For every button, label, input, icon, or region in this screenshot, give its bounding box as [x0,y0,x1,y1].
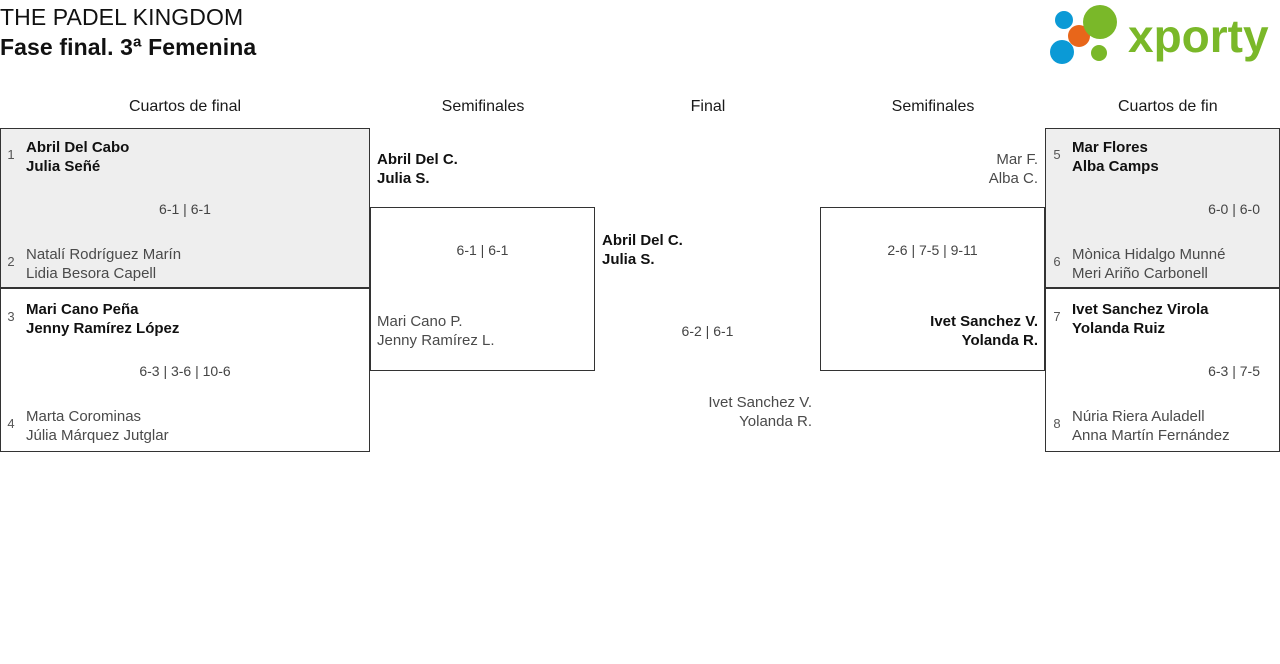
score-qf4: 6-3 | 7-5 [1208,363,1260,379]
round-header-sf-left: Semifinales [441,98,525,115]
seed-number-1: 1 [7,147,15,162]
page-title: THE PADEL KINGDOM Fase final. 3ª Femenin… [0,2,256,62]
phase-name: Fase final. 3ª Femenina [0,34,257,60]
match-box-qf2[interactable] [0,288,370,452]
team-qf3-top[interactable]: Mar Flores Alba Camps [1072,138,1159,176]
team-qf4-top[interactable]: Ivet Sanchez Virola Yolanda Ruiz [1072,300,1208,338]
round-header-qf-left: Cuartos de final [128,98,242,115]
seed-number-6: 6 [1053,254,1061,269]
player-name: Ivet Sanchez V. [708,394,812,411]
team-qf4-bottom[interactable]: Núria Riera Auladell Anna Martín Fernánd… [1072,407,1230,445]
player-name: Ivet Sanchez V. [930,313,1038,330]
player-name: Yolanda R. [961,332,1038,349]
seed-number-5: 5 [1053,147,1061,162]
team-qf2-bottom[interactable]: Marta Corominas Júlia Márquez Jutglar [26,407,169,445]
player-name: Julia Señé [26,158,101,175]
team-final-bottom[interactable]: Ivet Sanchez V. Yolanda R. [612,393,812,431]
team-sf-right-bottom[interactable]: Ivet Sanchez V. Yolanda R. [838,312,1038,350]
player-name: Marta Corominas [26,408,142,425]
player-name: Mari Cano Peña [26,301,139,318]
player-name: Meri Ariño Carbonell [1072,265,1208,282]
seed-number-4: 4 [7,416,15,431]
player-name: Ivet Sanchez Virola [1072,301,1209,318]
team-qf2-top[interactable]: Mari Cano Peña Jenny Ramírez López [26,300,179,338]
player-name: Julia S. [602,251,655,268]
player-name: Abril Del Cabo [26,139,130,156]
tournament-name: THE PADEL KINGDOM [0,4,244,30]
player-name: Mari Cano P. [377,313,463,330]
xporty-logo[interactable]: xporty [1046,4,1272,66]
logo-wordmark: xporty [1128,10,1269,62]
team-qf1-top[interactable]: Abril Del Cabo Julia Señé [26,138,129,176]
round-header-qf-right: Cuartos de fin [1118,98,1218,115]
player-name: Mar Flores [1072,139,1148,156]
score-qf1: 6-1 | 6-1 [159,201,211,217]
team-sf-left-bottom[interactable]: Mari Cano P. Jenny Ramírez L. [377,312,495,350]
player-name: Jenny Ramírez López [26,320,180,337]
logo-dot-cluster [1050,5,1117,64]
player-name: Anna Martín Fernández [1072,427,1230,444]
player-name: Yolanda Ruiz [1072,320,1166,337]
match-box-sf-right[interactable] [820,207,1045,371]
player-name: Abril Del C. [377,151,458,168]
score-sf-right: 2-6 | 7-5 | 9-11 [887,242,978,258]
team-final-top[interactable]: Abril Del C. Julia S. [602,231,683,269]
match-box-qf1[interactable] [0,128,370,288]
seed-number-7: 7 [1053,309,1061,324]
match-box-sf-left[interactable] [370,207,595,371]
player-name: Núria Riera Auladell [1072,408,1205,425]
score-qf2: 6-3 | 3-6 | 10-6 [139,363,231,379]
player-name: Mònica Hidalgo Munné [1072,246,1226,263]
player-name: Yolanda R. [739,413,812,430]
player-name: Alba C. [988,170,1038,187]
connector-qf4-sf [1019,370,1045,371]
match-box-qf3[interactable] [1045,128,1280,288]
seed-number-3: 3 [7,309,15,324]
player-name: Alba Camps [1072,158,1159,175]
player-name: Júlia Márquez Jutglar [26,427,169,444]
player-name: Natalí Rodríguez Marín [26,246,182,263]
player-name: Lidia Besora Capell [26,265,157,282]
connector-qf3-sf [1019,207,1045,208]
seed-number-8: 8 [1053,416,1061,431]
score-final: 6-2 | 6-1 [681,323,734,339]
score-qf3: 6-0 | 6-0 [1208,201,1260,217]
round-header-sf-right: Semifinales [891,98,975,115]
team-sf-right-top[interactable]: Mar F. Alba C. [838,150,1038,188]
team-sf-left-top[interactable]: Abril Del C. Julia S. [377,150,458,188]
seed-number-2: 2 [7,254,15,269]
team-qf1-bottom[interactable]: Natalí Rodríguez Marín Lidia Besora Cape… [26,245,181,283]
player-name: Mar F. [996,151,1038,168]
match-box-qf4[interactable] [1045,288,1280,452]
player-name: Jenny Ramírez L. [377,332,495,349]
team-qf3-bottom[interactable]: Mònica Hidalgo Munné Meri Ariño Carbonel… [1072,245,1225,283]
player-name: Abril Del C. [602,232,683,249]
player-name: Julia S. [377,170,430,187]
score-sf-left: 6-1 | 6-1 [456,242,509,258]
round-header-final: Final [690,98,726,115]
